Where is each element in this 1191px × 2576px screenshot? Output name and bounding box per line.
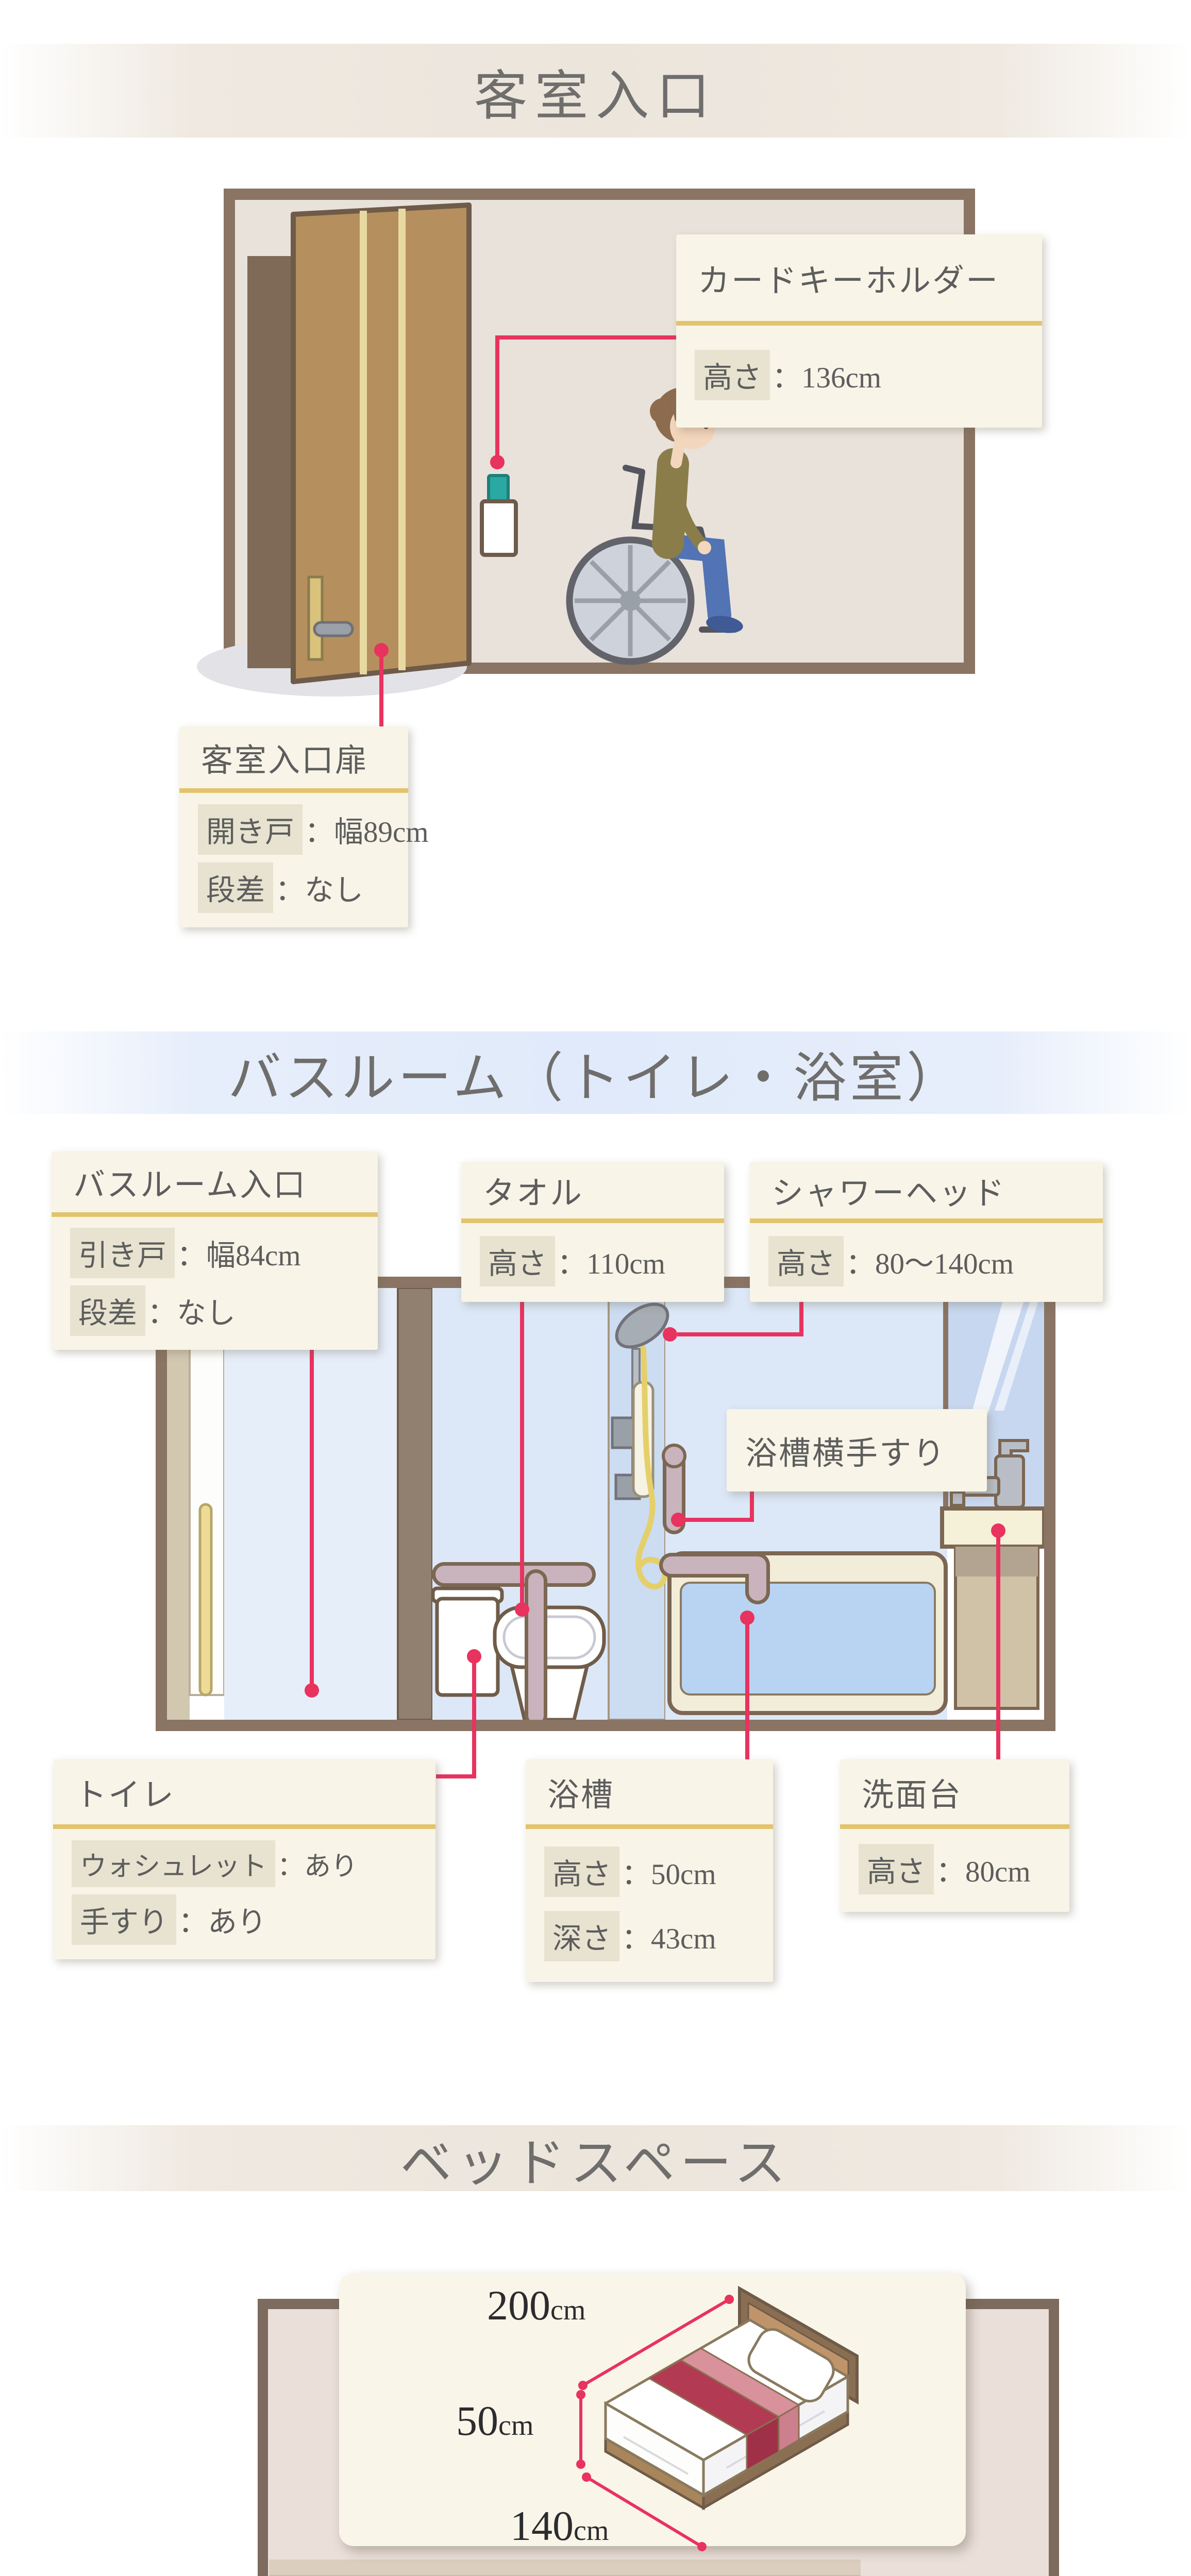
card-title: シャワーヘッド <box>771 1176 1007 1211</box>
card-key-holder-illustration <box>480 474 518 557</box>
spec-term: 高さ <box>859 1843 934 1894</box>
bed-dim-width: 140cm <box>510 2502 609 2549</box>
spec-term: 引き戸 <box>70 1228 175 1279</box>
divider-wall <box>397 1287 433 1721</box>
spec-value: ：なし <box>147 1297 236 1330</box>
headboard-top-edge <box>269 2560 861 2575</box>
bed-headboard-panel <box>269 2560 861 2576</box>
spec-term: 高さ <box>480 1235 555 1286</box>
isometric-bed-illustration <box>576 2285 859 2551</box>
spec-value: ：136cm <box>772 362 882 394</box>
spec-term: ウォシュレット <box>72 1840 275 1887</box>
hair-bun <box>650 398 676 424</box>
spec-term: 高さ <box>768 1235 844 1286</box>
spec-row: 高さ ：80cm <box>859 1843 1069 1894</box>
spec-value: ：あり <box>277 1852 358 1882</box>
spec-value: ：80cm <box>936 1855 1031 1888</box>
shower-head-icon <box>615 1302 669 1349</box>
entrance-connectors <box>374 335 676 726</box>
card-bath-entrance-label: バスルーム入口 引き戸 ：幅84cm 段差 ：なし <box>52 1151 378 1350</box>
spec-row: 段差 ：なし <box>198 862 408 913</box>
spec-row: 高さ ：50cm <box>544 1846 773 1897</box>
gold-divider <box>840 1824 1069 1829</box>
toilet-grab-bar <box>432 1562 596 1727</box>
card-entrance-door-label: 客室入口扉 開き戸 ：幅89cm 段差 ：なし <box>179 726 429 927</box>
bath-wall-strip <box>167 1288 190 1720</box>
card-title: 浴槽横手すり <box>745 1436 947 1471</box>
spec-value: ：110cm <box>557 1247 666 1280</box>
spec-term: 開き戸 <box>198 804 303 855</box>
gold-divider <box>53 1824 435 1829</box>
bathtub-illustration <box>667 1551 948 1715</box>
spec-row: 開き戸 ：幅89cm <box>198 804 429 855</box>
card-title: タオル <box>483 1176 584 1211</box>
card-key-holder-label: カードキーホルダー 高さ ：136cm <box>676 234 1042 428</box>
spec-row: 高さ ：110cm <box>480 1235 724 1286</box>
spec-row: 深さ ：43cm <box>544 1910 773 1961</box>
card-title: 客室入口扉 <box>201 743 369 778</box>
entrance-door-illustration <box>291 202 472 684</box>
card-title: トイレ <box>75 1778 176 1813</box>
toilet-illustration <box>431 1586 606 1722</box>
section-title-bed: ベッドスペース <box>400 2134 791 2192</box>
spec-row: 高さ ：80～140cm <box>768 1235 1103 1286</box>
door-handle-lever <box>313 621 354 637</box>
bed-dim-height: 50cm <box>456 2397 534 2444</box>
bath-water <box>680 1582 936 1696</box>
spec-row: 高さ ：136cm <box>695 350 1042 400</box>
spec-row: 段差 ：なし <box>70 1285 378 1336</box>
gold-divider <box>750 1218 1103 1223</box>
spec-value: ：あり <box>178 1906 266 1939</box>
card-shower-head-label: シャワーヘッド 高さ ：80～140cm <box>750 1162 1103 1302</box>
spec-value: ：43cm <box>622 1922 716 1955</box>
bed-measure-lines <box>576 2295 734 2551</box>
gold-divider <box>52 1212 378 1217</box>
bed-runner <box>647 2347 800 2471</box>
bathroom-connectors <box>305 1301 1005 1778</box>
spec-value: ：50cm <box>622 1858 716 1891</box>
card-title: カードキーホルダー <box>698 264 1000 299</box>
spec-term: 深さ <box>544 1910 619 1961</box>
section-banner-entrance: 客室入口 <box>0 44 1191 138</box>
spec-row: 引き戸 ：幅84cm <box>70 1228 378 1279</box>
section-title-bathroom: バスルーム（トイレ・浴室） <box>228 1048 963 1108</box>
spec-row: 手すり ：あり <box>72 1894 435 1945</box>
door-jamb <box>247 256 293 668</box>
card-tub-grab-bar-label: 浴槽横手すり <box>727 1409 987 1492</box>
section-title-entrance: 客室入口 <box>474 66 717 126</box>
gold-divider <box>676 321 1042 326</box>
bed-pillow <box>747 2328 835 2403</box>
spec-row: ウォシュレット ：あり <box>72 1840 435 1887</box>
spec-value: ：なし <box>275 874 363 907</box>
bathroom-illustration <box>156 1277 1055 1778</box>
bed-dim-length: 200cm <box>487 2282 586 2329</box>
door-handle-plate <box>307 575 324 661</box>
spec-term: 高さ <box>544 1846 619 1897</box>
card-title: 洗面台 <box>862 1778 963 1813</box>
spec-value: ：幅84cm <box>177 1240 301 1273</box>
spec-term: 手すり <box>72 1894 176 1945</box>
spec-term: 高さ <box>695 350 770 400</box>
spec-term: 段差 <box>198 862 273 913</box>
gold-divider <box>526 1824 773 1829</box>
tub-grab-bars <box>659 1444 770 1604</box>
spec-value: ：幅89cm <box>305 816 429 849</box>
card-title: 浴槽 <box>547 1778 615 1813</box>
card-washbasin-label: 洗面台 高さ ：80cm <box>840 1759 1069 1912</box>
spec-value: ：80～140cm <box>846 1247 1014 1280</box>
card-title: バスルーム入口 <box>73 1168 307 1203</box>
card-toilet-label: トイレ ウォシュレット ：あり 手すり ：あり <box>53 1759 435 1959</box>
spec-term: 段差 <box>70 1285 145 1336</box>
sliding-door-handle <box>198 1503 213 1697</box>
card-towel-label: タオル 高さ ：110cm <box>461 1162 724 1302</box>
gold-divider <box>461 1218 724 1223</box>
section-banner-bed: ベッドスペース <box>0 2125 1191 2192</box>
gold-divider <box>179 788 408 793</box>
card-bathtub-label: 浴槽 高さ ：50cm 深さ ：43cm <box>526 1759 773 1982</box>
section-banner-bathroom: バスルーム（トイレ・浴室） <box>0 1031 1191 1114</box>
